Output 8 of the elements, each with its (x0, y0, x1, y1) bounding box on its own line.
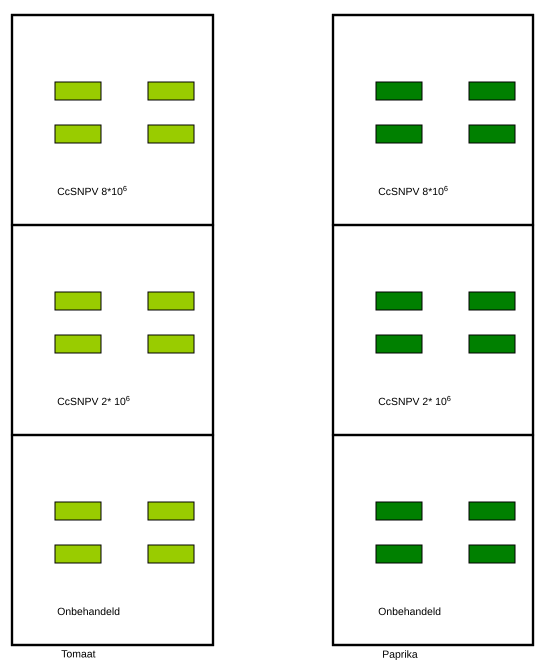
treatment-cell: Onbehandeld (332, 434, 534, 646)
treatment-cell: CcSNPV 2* 10$^{6}$ (10, 224, 214, 436)
treatment-cell: CcSNPV 8*10$^{6}$ (10, 14, 214, 226)
node-label: Tomaat (61, 650, 96, 658)
treatment-cell: Onbehandeld (10, 434, 214, 646)
node-label: Paprika (383, 650, 418, 660)
treatment-cell: CcSNPV 8*10$^{6}$ (332, 14, 534, 226)
treatment-cell: CcSNPV 2* 10$^{6}$ (332, 224, 534, 436)
